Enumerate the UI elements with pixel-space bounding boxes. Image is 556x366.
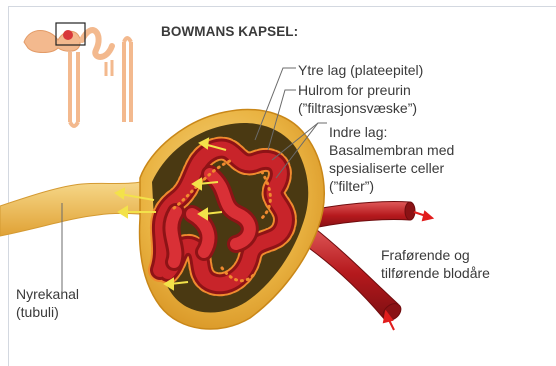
label-inner-line2: Basalmembran med [329,142,454,159]
label-vessels-line2: tilførende blodåre [381,265,490,282]
label-inner-line4: (”filter”) [329,178,374,195]
label-tubule-line2: (tubuli) [16,304,59,321]
label-cavity-line1: Hulrom for preurin [298,82,411,99]
nephron-thumbnail [24,23,131,126]
label-inner-line1: Indre lag: [329,124,387,141]
label-outer-layer: Ytre lag (plateepitel) [298,62,423,79]
diagram-title: BOWMANS KAPSEL: [161,24,298,39]
label-inner-line3: spesialiserte celler [329,160,444,177]
tubule-shape [0,180,160,236]
label-tubule-line1: Nyrekanal [16,286,79,303]
label-vessels-line1: Fraførende og [381,247,470,264]
label-cavity-line2: (”filtrasjonsvæske”) [298,100,417,117]
